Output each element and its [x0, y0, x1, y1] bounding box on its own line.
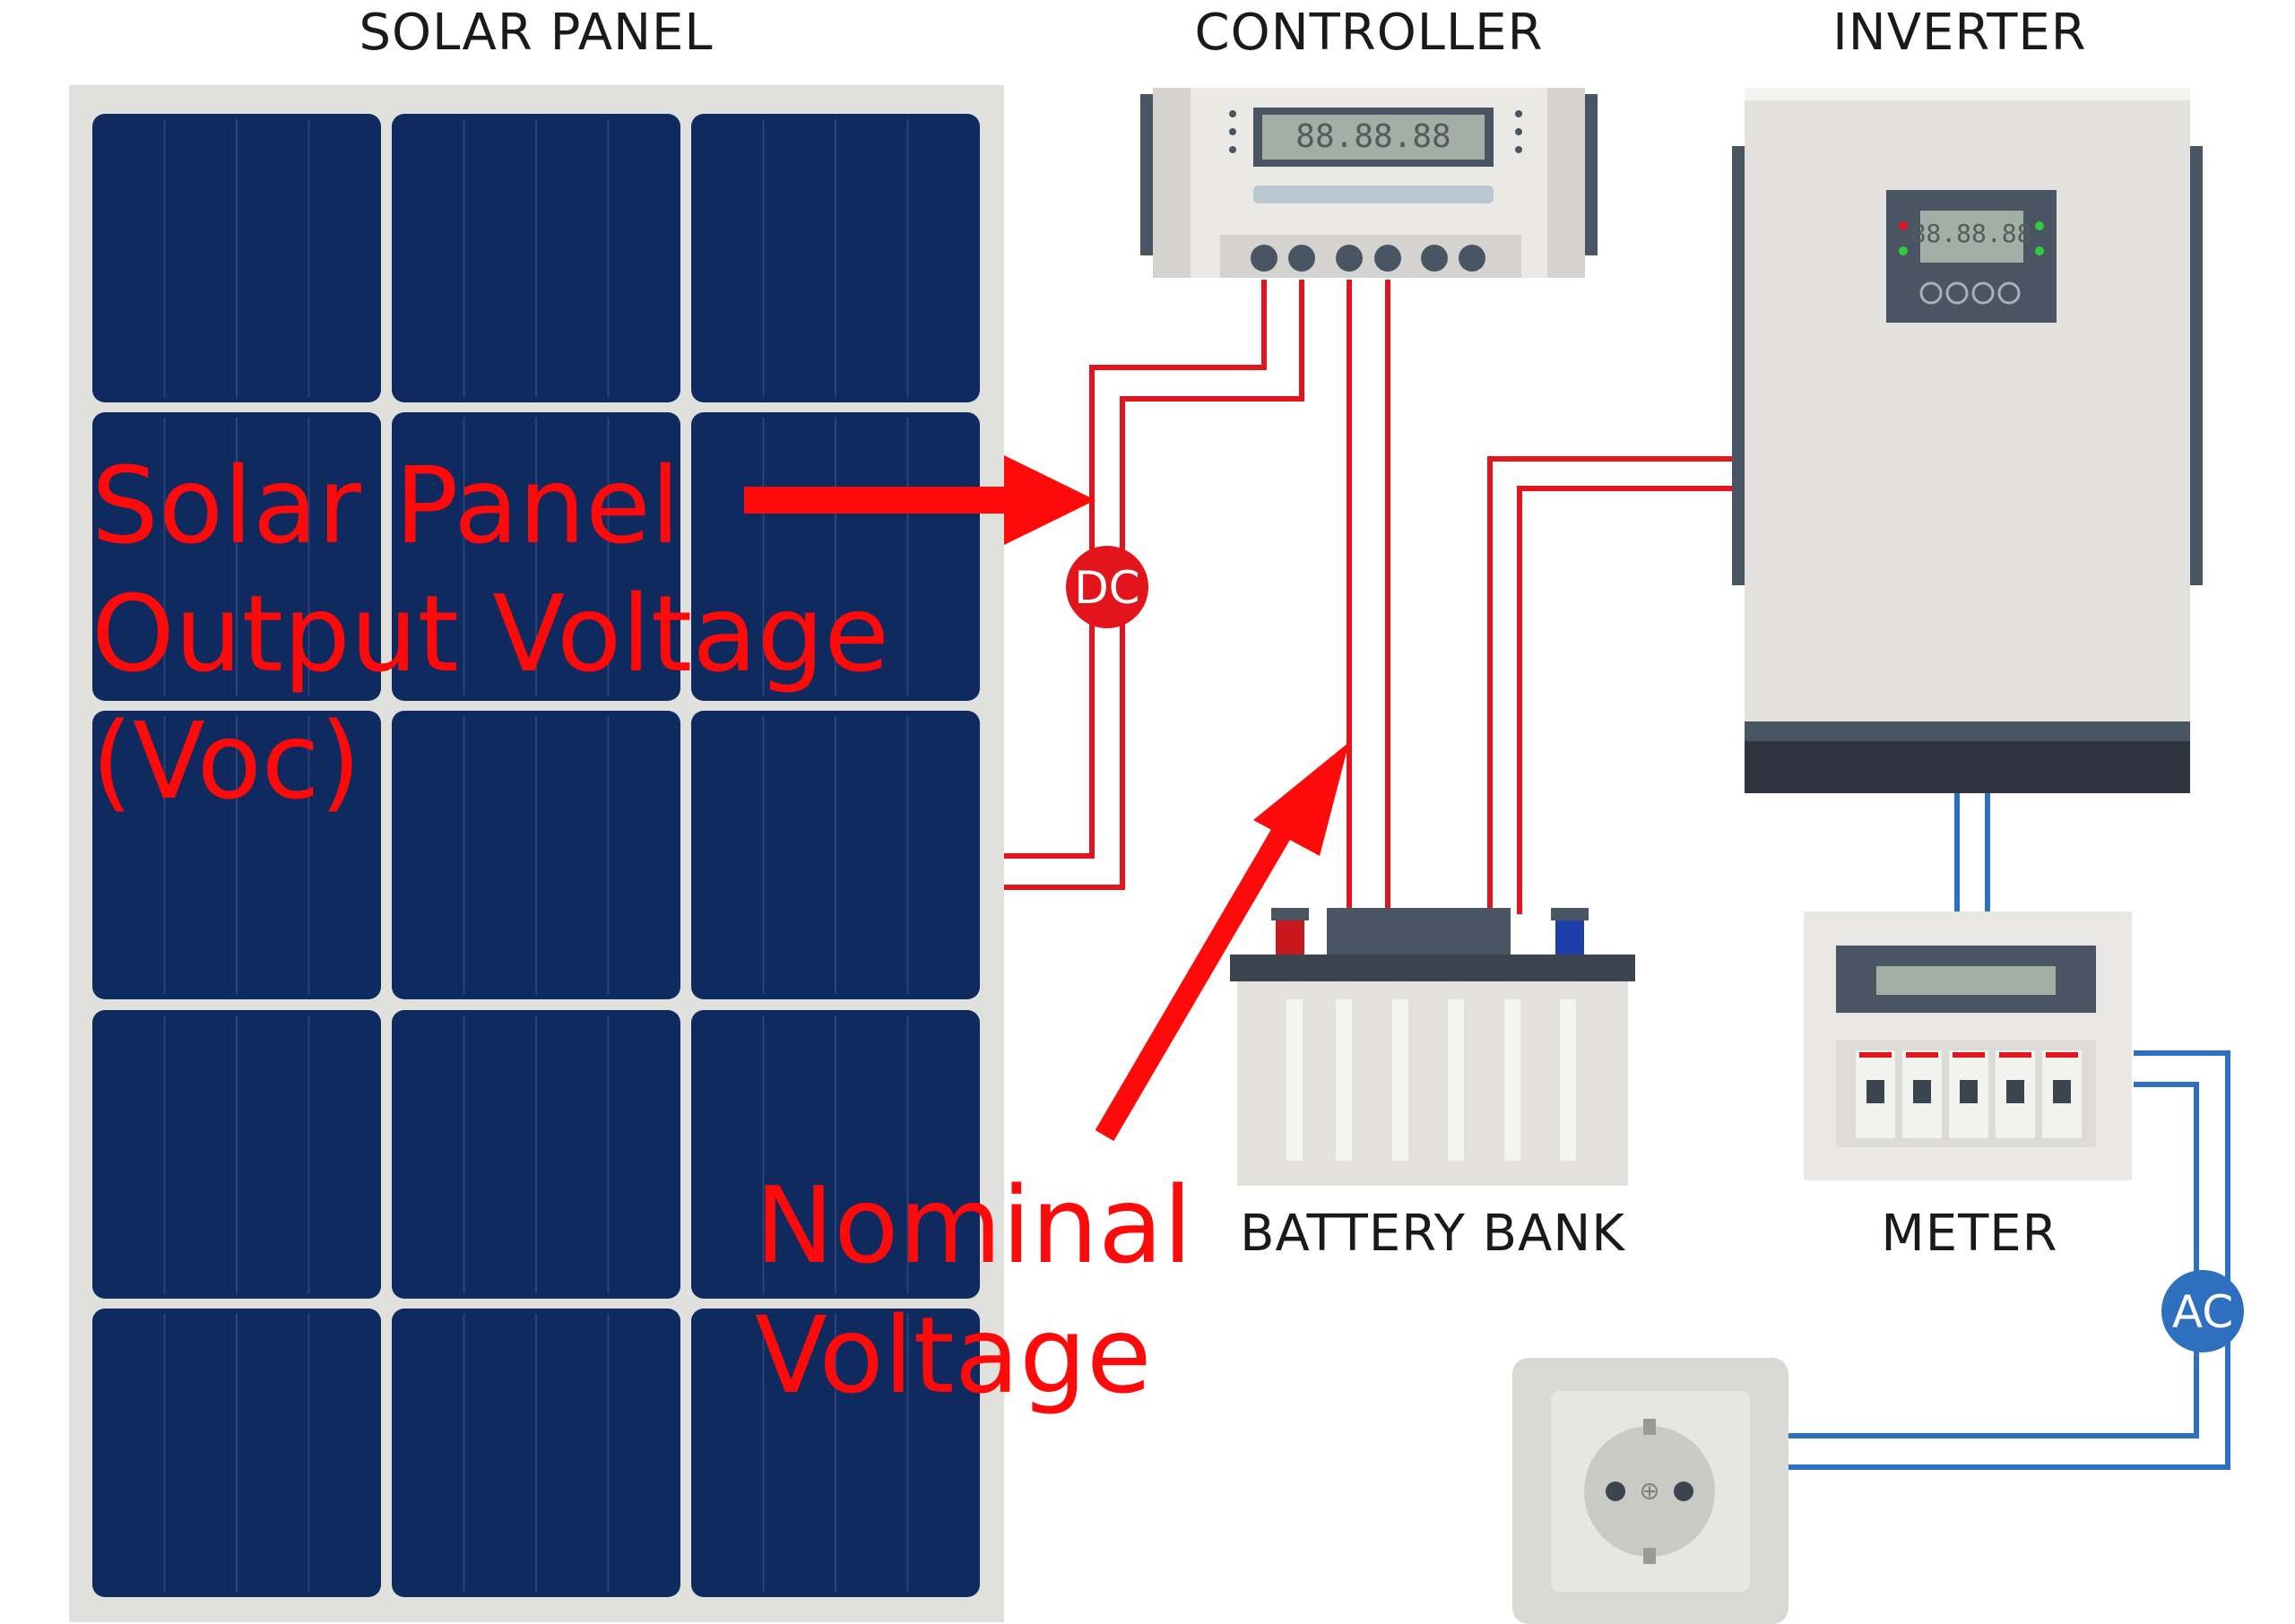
- solar-panel-label: SOLAR PANEL: [359, 4, 713, 62]
- ac-badge: AC: [2161, 1270, 2244, 1352]
- controller-label: CONTROLLER: [1195, 4, 1544, 62]
- solar-panel: [69, 85, 1004, 1622]
- nominal-voltage-arrow: [1095, 742, 1349, 1142]
- breaker-indicator: [1859, 1052, 1892, 1058]
- nominal-annotation-line1: Nominal: [755, 1163, 1192, 1287]
- meter-display: [1876, 966, 2056, 995]
- breaker-switch: [2053, 1080, 2071, 1103]
- ac-badge-text: AC: [2172, 1286, 2233, 1338]
- inverter-label: INVERTER: [1832, 4, 2086, 62]
- breaker-switch: [1866, 1080, 1884, 1103]
- battery-negative-terminal: [1555, 920, 1584, 956]
- breaker-indicator: [2046, 1052, 2078, 1058]
- inverter-buttons: [1919, 281, 2021, 305]
- panel-wire-1: [1004, 280, 1267, 859]
- controller-display-text: 88.88.88: [1295, 118, 1451, 155]
- breaker-indicator: [1906, 1052, 1938, 1058]
- voc-annotation-line2: Output Voltage: [91, 572, 889, 695]
- voc-annotation-line1: Solar Panel: [91, 444, 680, 567]
- dc-badge-text: DC: [1074, 562, 1139, 614]
- ac-badge-circle: [2161, 1270, 2244, 1352]
- panel-wire-2: [1004, 280, 1304, 890]
- voc-arrow: [744, 455, 1096, 545]
- controller-button-strip: [1253, 186, 1494, 203]
- charge-controller: 88.88.88: [1140, 88, 1598, 278]
- ac-wire-outlet-2: [1788, 1082, 2199, 1438]
- inverter-wire-1: [1487, 456, 1735, 914]
- battery-positive-terminal: [1276, 920, 1304, 956]
- meter-label: METER: [1881, 1205, 2057, 1263]
- breaker-switch: [1960, 1080, 1978, 1103]
- inverter-display-text: 88.88.88: [1911, 219, 2032, 248]
- nominal-annotation-line2: Voltage: [755, 1293, 1152, 1417]
- controller-terminals: [1251, 245, 1485, 272]
- dc-badge-circle: [1066, 546, 1148, 628]
- power-outlet: [1512, 1358, 1788, 1624]
- inverter-display: [1920, 211, 2023, 263]
- inverter-wire-2: [1517, 486, 1735, 914]
- battery-bank: [1230, 908, 1635, 1186]
- breaker-switch: [1913, 1080, 1931, 1103]
- meter: [1804, 911, 2132, 1180]
- breaker-indicator: [1953, 1052, 1985, 1058]
- meter-breakers: [1856, 1050, 2082, 1138]
- dc-badge: DC: [1066, 546, 1148, 628]
- solar-panel-cells: [92, 114, 980, 1597]
- controller-display: [1262, 115, 1485, 160]
- ac-wiring: [1788, 793, 2230, 1470]
- breaker-switch: [2006, 1080, 2024, 1103]
- voc-annotation-line3: (Voc): [91, 699, 361, 823]
- inverter: 88.88.88: [1732, 88, 2203, 793]
- breaker-indicator: [1999, 1052, 2031, 1058]
- battery-bank-label: BATTERY BANK: [1240, 1205, 1625, 1263]
- dc-wiring: [1004, 280, 1735, 914]
- ac-wire-outlet-1: [1788, 1050, 2230, 1470]
